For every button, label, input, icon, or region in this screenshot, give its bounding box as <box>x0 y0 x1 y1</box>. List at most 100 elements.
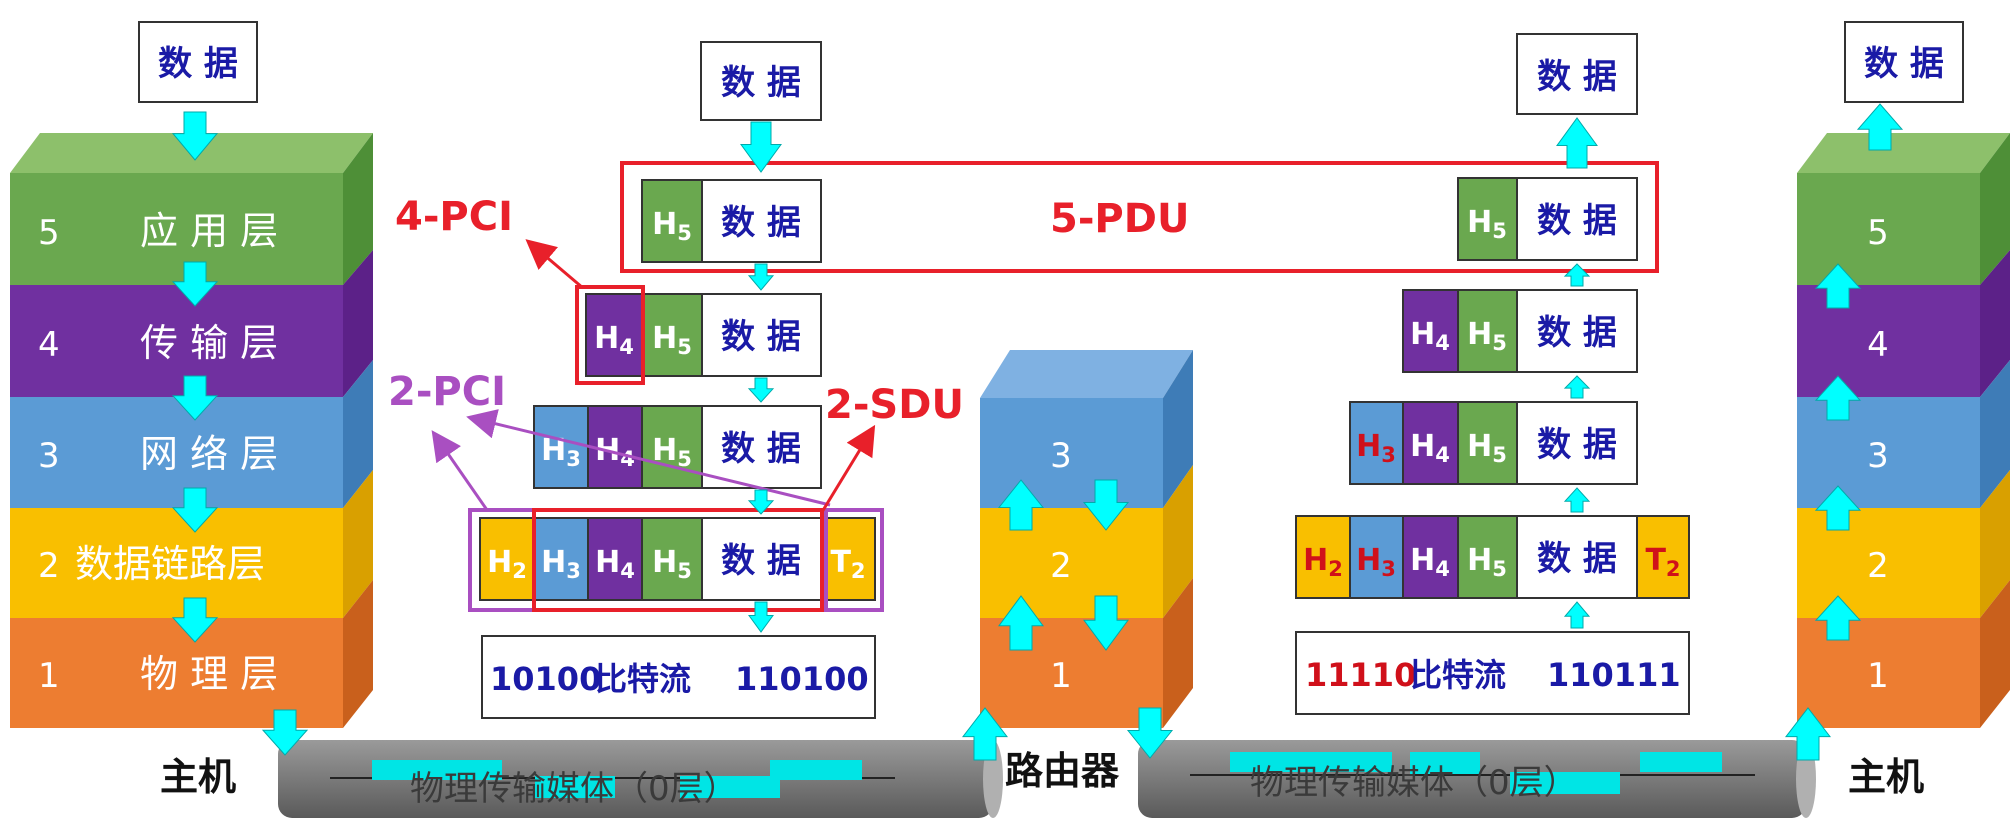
decap-h4-row3-label: H4 <box>1410 429 1450 467</box>
left-arrow-2-to-1 <box>171 597 219 643</box>
encap-arrow-4 <box>747 489 775 515</box>
decap-h5-row3-label: H5 <box>1467 429 1507 467</box>
decap-arrow-4 <box>1563 263 1591 287</box>
pci2-right-highlight <box>824 508 884 612</box>
encap-data-row4: 数 据 <box>721 317 801 357</box>
decap-h5-row4-label: H5 <box>1467 317 1507 355</box>
router-layer-1-num: 1 <box>1050 656 1072 696</box>
left-layer-5-num: 5 <box>38 213 60 253</box>
decap-arrow-2 <box>1563 487 1591 513</box>
left-bitstream-box <box>481 635 876 719</box>
left-layer-4-num: 4 <box>38 325 60 365</box>
right-host-stack: 5 4 3 2 1 <box>1797 133 2010 728</box>
encap-t2-row2-label: T2 <box>830 545 865 583</box>
right-bits-mid: 比特流 <box>1410 656 1506 694</box>
right-layer-4-num: 4 <box>1867 325 1889 365</box>
pci4-label: 4-PCI <box>395 194 513 240</box>
decap-data-box <box>1516 33 1638 115</box>
decap-h3-row2-label: H3 <box>1356 543 1396 581</box>
decap-arrow-5 <box>1556 117 1598 169</box>
sdu2-highlight <box>532 508 824 612</box>
left-layer-4 <box>10 285 343 397</box>
right-medium-label: 物理传输媒体（0层） <box>1250 763 1578 803</box>
right-arrow-1-to-2 <box>1814 595 1862 641</box>
left-layer-4-name: 传 输 层 <box>140 321 278 365</box>
left-layer-2-num: 2 <box>38 546 60 586</box>
left-layer-2-name: 数据链路层 <box>75 542 265 586</box>
right-layer-5 <box>1797 173 1980 285</box>
right-medium-pipe: 物理传输媒体（0层） <box>1138 740 1816 818</box>
router-layer-3-num: 3 <box>1050 436 1072 476</box>
decap-arrow-1 <box>1563 601 1591 629</box>
right-data-box <box>1844 21 1964 103</box>
encap-h4-row4 <box>585 293 643 377</box>
router-layer-3 <box>980 398 1163 508</box>
encap-h5-row2-label: H5 <box>652 545 692 583</box>
decap-data-row4: 数 据 <box>1537 313 1617 353</box>
encap-h5-row4-label: H5 <box>652 321 692 359</box>
encap-arrow-1 <box>740 121 782 173</box>
decap-h4-row4-label: H4 <box>1410 317 1450 355</box>
right-host-label: 主机 <box>1848 755 1924 799</box>
encap-arrow-3 <box>747 377 775 403</box>
sdu2-label: 2-SDU <box>825 382 964 428</box>
right-arrow-medium-to-1 <box>1784 707 1832 761</box>
encap-arrow-5 <box>748 601 774 633</box>
flow-arrows <box>171 103 1904 761</box>
decap-data-row2: 数 据 <box>1537 539 1617 579</box>
encap-h5-row5-label: H5 <box>652 207 692 245</box>
router-arrow-3-to-2 <box>1082 479 1130 531</box>
right-bitstream-box <box>1295 631 1690 715</box>
left-medium-pipe: 物理传输媒体（0层） <box>278 740 1003 818</box>
left-layer-2 <box>10 508 343 618</box>
encap-h5-row5 <box>641 179 703 263</box>
left-layer-3-name: 网 络 层 <box>140 432 278 476</box>
decap-h4-row2-label: H4 <box>1410 543 1450 581</box>
right-layer-5-num: 5 <box>1867 213 1889 253</box>
encap-h3-row2-label: H3 <box>541 545 581 583</box>
left-bits-mid: 比特流 <box>595 660 691 698</box>
right-arrow-5-to-data <box>1856 103 1904 151</box>
encap-data-box <box>700 41 822 121</box>
right-data-label: 数 据 <box>1864 44 1944 84</box>
left-bits-a: 10100 <box>490 660 601 698</box>
decap-data-row3: 数 据 <box>1537 425 1617 465</box>
encap-data-label: 数 据 <box>721 63 801 103</box>
right-layer-1-num: 1 <box>1867 656 1889 696</box>
router-arrow-2-to-3 <box>997 479 1045 531</box>
router-arrow-1-to-2 <box>998 595 1044 651</box>
encap-h4-row4-label: H4 <box>594 321 634 359</box>
left-medium-label: 物理传输媒体（0层） <box>410 769 738 809</box>
right-layer-2-num: 2 <box>1867 546 1889 586</box>
decap-h3-row3-label: H3 <box>1356 429 1396 467</box>
right-arrow-3-to-4 <box>1814 375 1862 421</box>
left-data-label: 数 据 <box>158 44 238 84</box>
encap-h2-row2-label: H2 <box>487 545 527 583</box>
decap-h2-row2-label: H2 <box>1303 543 1343 581</box>
right-bits-a: 11110 <box>1305 656 1416 694</box>
encap-data-row5: 数 据 <box>721 203 801 243</box>
left-arrow-4-to-3 <box>171 375 219 421</box>
router-arrow-2-to-1 <box>1083 595 1129 651</box>
router-arrow-1-to-medium <box>1126 707 1174 759</box>
encap-arrow-2 <box>747 263 775 291</box>
decap-h5-row2-label: H5 <box>1467 543 1507 581</box>
left-arrow-3-to-2 <box>171 487 219 533</box>
left-layer-5-name: 应 用 层 <box>140 209 278 253</box>
encap-data-row3: 数 据 <box>721 429 801 469</box>
pci2-label: 2-PCI <box>388 369 506 415</box>
router-stack: 3 2 1 <box>980 350 1193 728</box>
decap-data-label: 数 据 <box>1537 57 1617 97</box>
left-arrow-5-to-4 <box>171 261 219 307</box>
router-arrow-medium-up <box>961 707 1009 761</box>
right-arrow-4-to-5 <box>1814 263 1862 309</box>
left-host-stack: 5 应 用 层 4 传 输 层 3 网 络 层 2 数据链路层 1 物 理 层 <box>10 133 373 728</box>
decap-arrow-3 <box>1563 375 1591 399</box>
left-arrow-1-to-medium <box>261 709 309 756</box>
decap-h5-row5-label: H5 <box>1467 205 1507 243</box>
left-bits-b: 110100 <box>735 660 869 698</box>
decap-data-row5: 数 据 <box>1537 201 1617 241</box>
right-layer-3-num: 3 <box>1867 436 1889 476</box>
pci4-highlight <box>575 285 645 385</box>
